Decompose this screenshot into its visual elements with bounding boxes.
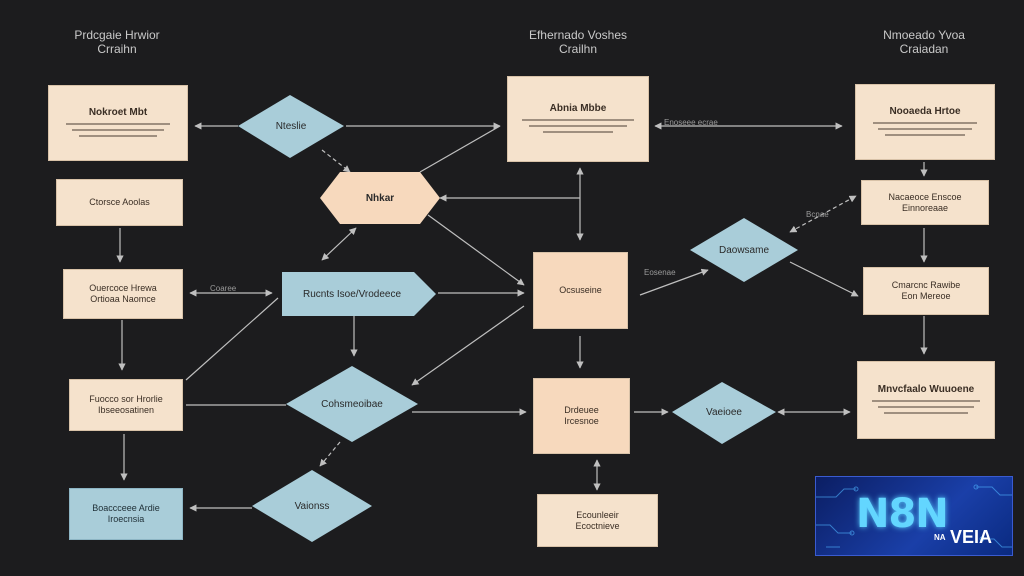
n3-label: Ouercoce Hrewa — [89, 283, 157, 293]
process-box-r1[interactable]: Nooaeda Hrtoe — [855, 84, 995, 160]
n4-label: Fuocco sor Hrorlie — [89, 394, 163, 404]
n4-label-2: Ibseeosatinen — [97, 405, 155, 415]
column-subtitle-2: Crailhn — [558, 42, 597, 56]
edge-d4-r3 — [789, 261, 859, 297]
edge-label-1: Coaree — [210, 284, 237, 293]
pentagon-node[interactable] — [282, 272, 436, 316]
r3-label-2: Eon Mereoe — [901, 291, 951, 301]
edge-n4-pent — [185, 297, 279, 381]
process-box-m3[interactable]: Drdeuee Ircesnoe — [533, 378, 630, 454]
r2-label-2: Einnoreaae — [901, 202, 949, 213]
column-title-3-text: Nmoeado Yvoa — [883, 28, 965, 42]
edge-label-4: Bcnae — [806, 210, 829, 219]
edge-label-2: Enoseee ecrae — [664, 118, 718, 127]
text-line — [872, 400, 980, 402]
edge-d2-m2 — [411, 305, 525, 386]
decision-d5[interactable] — [672, 382, 776, 444]
edge-d4-r2 — [789, 195, 857, 233]
process-box-n2[interactable]: Ctorsce Aoolas — [56, 179, 183, 226]
process-box-n4[interactable]: Fuocco sor Hrorlie Ibseeosatinen — [69, 379, 183, 431]
text-line — [878, 406, 974, 408]
process-box-n3[interactable]: Ouercoce Hrewa Ortioaa Naomce — [63, 269, 183, 319]
r3-label: Cmarcnc Rawibe — [891, 280, 961, 290]
decision-d1[interactable] — [238, 95, 344, 158]
process-box-r3[interactable]: Cmarcnc Rawibe Eon Mereoe — [863, 267, 989, 315]
n1-title: Nokroet Mbt — [88, 107, 148, 118]
n2-label: Ctorsce Aoolas — [89, 197, 150, 207]
column-subtitle-3: Craiadan — [899, 42, 949, 56]
text-line — [873, 122, 977, 124]
process-box-m1[interactable]: Abnia Mbbe — [507, 76, 649, 162]
edge-label-3: Eosenae — [644, 268, 676, 277]
m3-label-2: Ircesnoe — [564, 416, 599, 426]
decision-d2[interactable] — [286, 366, 418, 442]
circuit-pattern — [816, 484, 1012, 548]
m1-title: Abnia Mbbe — [549, 103, 607, 114]
process-box-n1[interactable]: Nokroet Mbt — [48, 85, 188, 161]
n3-label-2: Ortioaa Naomce — [90, 294, 156, 304]
text-line — [529, 125, 627, 127]
text-line — [885, 134, 965, 136]
text-line — [543, 131, 613, 133]
text-line — [66, 123, 170, 125]
column-title-3: Nmoeado Yvoa Craiadan — [844, 28, 1004, 56]
logo-main-text: N8N — [856, 491, 949, 537]
edge-hex-m1 — [419, 125, 501, 173]
edge-d1-hex — [321, 149, 351, 173]
column-title-1: Prdcgaie Hrwior Crraihn — [37, 28, 197, 56]
process-box-n5[interactable]: Boaccceee Ardie Iroecnsia — [69, 488, 183, 540]
process-box-r4[interactable]: Mnvcfaalo Wuuoene — [857, 361, 995, 439]
decision-d4[interactable] — [690, 218, 798, 282]
text-line — [884, 412, 968, 414]
m2-label: Ocsuseine — [559, 285, 602, 295]
text-line — [522, 119, 634, 121]
column-title-2: Efhernado Voshes Crailhn — [498, 28, 658, 56]
edge-hex-m2 — [427, 214, 525, 286]
n5-label-2: Iroecnsia — [107, 514, 145, 524]
column-subtitle-1: Crraihn — [97, 42, 137, 56]
decision-d3[interactable] — [252, 470, 372, 542]
column-title-2-text: Efhernado Voshes — [528, 28, 628, 42]
n8n-na-veia-logo: N8N NA VEIA — [815, 476, 1013, 556]
text-line — [878, 128, 972, 130]
logo-veia-text: VEIA — [950, 527, 993, 547]
edge-d2-d3 — [319, 441, 341, 467]
n5-label: Boaccceee Ardie — [92, 503, 160, 513]
process-box-m4[interactable]: Ecounleeir Ecoctnieve — [537, 494, 658, 547]
m4-label-2: Ecoctnieve — [575, 520, 620, 531]
r1-title: Nooaeda Hrtoe — [889, 106, 961, 117]
m4-label: Ecounleeir — [576, 509, 619, 520]
process-box-r2[interactable]: Nacaeoce Enscoe Einnoreaae — [861, 180, 989, 225]
column-title-1-text: Prdcgaie Hrwior — [74, 28, 160, 42]
r2-label: Nacaeoce Enscoe — [888, 191, 962, 202]
edge-m2-d4 — [639, 268, 709, 296]
text-line — [72, 129, 164, 131]
text-line — [79, 135, 157, 137]
edge-hex-pent — [321, 227, 357, 261]
hexagon-node[interactable] — [320, 172, 440, 224]
logo-na-text: NA — [934, 533, 946, 542]
m3-label: Drdeuee — [564, 405, 599, 415]
process-box-m2[interactable]: Ocsuseine — [533, 252, 628, 329]
r4-title: Mnvcfaalo Wuuoene — [877, 384, 975, 395]
